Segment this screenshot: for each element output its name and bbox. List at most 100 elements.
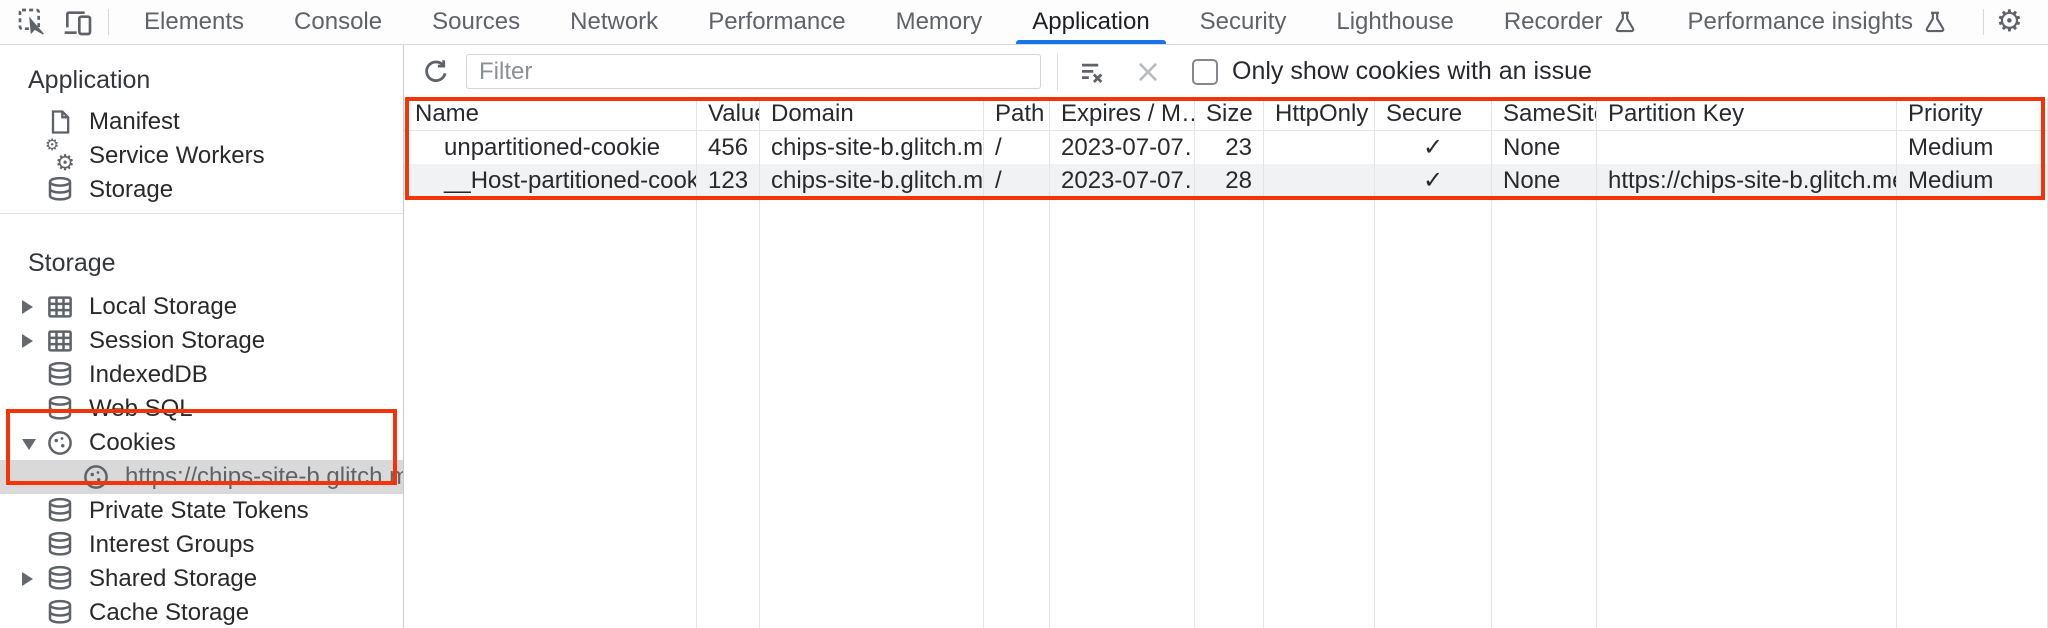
sidebar-item-cookies[interactable]: Cookies xyxy=(0,426,403,460)
tab-application[interactable]: Application xyxy=(1007,0,1174,44)
cell-expires-m: 2023-07-07… xyxy=(1050,164,1195,197)
sidebar-item-manifest[interactable]: Manifest xyxy=(0,105,403,139)
tab-elements[interactable]: Elements xyxy=(119,0,269,44)
cookies-panel: Only show cookies with an issue NameValu… xyxy=(404,45,2048,628)
tab-performance[interactable]: Performance xyxy=(683,0,870,44)
only-show-issue-label: Only show cookies with an issue xyxy=(1232,57,1592,85)
tab-label: Lighthouse xyxy=(1336,8,1454,35)
column-header-secure[interactable]: Secure xyxy=(1375,98,1492,130)
chevron-right-icon[interactable] xyxy=(22,334,44,348)
more-options-icon[interactable]: ⋮ xyxy=(2043,8,2048,36)
sidebar-item-storage[interactable]: Storage xyxy=(0,173,403,207)
cell-priority: Medium xyxy=(1897,131,2048,164)
section-title: Application xyxy=(28,65,151,94)
sidebar-item-label: Web SQL xyxy=(89,395,193,422)
sidebar-item-shared-storage[interactable]: Shared Storage xyxy=(0,562,403,596)
column-header-path[interactable]: Path xyxy=(984,98,1050,130)
tab-memory[interactable]: Memory xyxy=(871,0,1008,44)
clear-filter-icon[interactable] xyxy=(1072,52,1112,92)
chevron-right-icon[interactable] xyxy=(22,572,44,586)
cell-priority: Medium xyxy=(1897,164,2048,197)
tab-performance-insights[interactable]: Performance insights xyxy=(1663,0,1973,44)
cookies-toolbar: Only show cookies with an issue xyxy=(404,45,2048,98)
tab-label: Console xyxy=(294,8,383,35)
sidebar-item-local-storage[interactable]: Local Storage xyxy=(0,290,403,324)
cell-httponly xyxy=(1264,164,1375,197)
sidebar-item-label: Shared Storage xyxy=(89,565,258,592)
sidebar-item-service-workers[interactable]: ⚙⚙Service Workers xyxy=(0,137,403,175)
cell-name: __Host-partitioned-cookie xyxy=(404,164,697,197)
cell-samesite: None xyxy=(1492,131,1597,164)
cell-httponly xyxy=(1264,131,1375,164)
cell-path: / xyxy=(984,164,1050,197)
chevron-down-icon[interactable] xyxy=(22,436,44,450)
tab-label: Security xyxy=(1199,8,1287,35)
settings-gear-icon[interactable]: ⚙ xyxy=(1995,5,2023,38)
sidebar-item-label: Manifest xyxy=(89,108,180,135)
tab-security[interactable]: Security xyxy=(1175,0,1312,44)
cell-value: 123 xyxy=(697,164,760,197)
tab-console[interactable]: Console xyxy=(269,0,407,44)
tab-label: Network xyxy=(570,8,659,35)
database-icon xyxy=(44,359,76,391)
only-show-issue-checkbox[interactable] xyxy=(1192,58,1218,85)
column-header-value[interactable]: Value xyxy=(697,98,760,130)
cell-domain: chips-site-b.glitch.me xyxy=(760,131,984,164)
tab-label: Performance xyxy=(708,8,846,35)
toolbar-divider xyxy=(1982,9,1984,35)
table-header-row: NameValueDomainPathExpires / M…SizeHttpO… xyxy=(404,98,2048,131)
sidebar-item-label: Interest Groups xyxy=(89,531,255,558)
cell-name: unpartitioned-cookie xyxy=(404,131,697,164)
column-header-expires-m[interactable]: Expires / M… xyxy=(1050,98,1195,130)
cell-secure: ✓ xyxy=(1375,164,1492,197)
chevron-right-icon[interactable] xyxy=(22,300,44,314)
inspect-element-icon[interactable] xyxy=(12,2,52,42)
column-header-domain[interactable]: Domain xyxy=(760,98,984,130)
database-icon xyxy=(44,495,76,527)
sidebar-item-interest-groups[interactable]: Interest Groups xyxy=(0,528,403,562)
sidebar-item-session-storage[interactable]: Session Storage xyxy=(0,324,403,358)
flask-icon xyxy=(1612,9,1638,35)
filter-input[interactable] xyxy=(466,54,1041,89)
sidebar-item-label: Cookies xyxy=(89,429,176,456)
column-header-size[interactable]: Size xyxy=(1195,98,1264,130)
column-header-partition-key[interactable]: Partition Key xyxy=(1597,98,1897,130)
cookie-icon xyxy=(44,427,76,459)
sidebar-item-private-state-tokens[interactable]: Private State Tokens xyxy=(0,494,403,528)
sidebar-item-label: Local Storage xyxy=(89,293,238,320)
database-icon xyxy=(44,529,76,561)
sidebar-item-web-sql[interactable]: Web SQL xyxy=(0,392,403,426)
cell-secure: ✓ xyxy=(1375,131,1492,164)
tab-network[interactable]: Network xyxy=(545,0,683,44)
gears-icon: ⚙⚙ xyxy=(45,137,75,175)
section-title: Storage xyxy=(28,249,116,277)
tab-recorder[interactable]: Recorder xyxy=(1479,0,1663,44)
devtools-tabbar: Elements Console Sources Network Performance… xyxy=(0,0,2048,45)
database-icon xyxy=(44,393,76,425)
cell-domain: chips-site-b.glitch.me xyxy=(760,164,984,197)
tab-label: Memory xyxy=(895,8,983,35)
column-header-name[interactable]: Name xyxy=(404,98,697,130)
delete-icon[interactable] xyxy=(1128,52,1168,92)
tab-lighthouse[interactable]: Lighthouse xyxy=(1311,0,1478,44)
cell-path: / xyxy=(984,131,1050,164)
column-header-samesite[interactable]: SameSite xyxy=(1492,98,1597,130)
device-toolbar-icon[interactable] xyxy=(58,2,98,42)
sidebar-item-cache-storage[interactable]: Cache Storage xyxy=(0,596,403,628)
cell-expires-m: 2023-07-07… xyxy=(1050,131,1195,164)
column-header-priority[interactable]: Priority xyxy=(1897,98,2048,130)
tab-sources[interactable]: Sources xyxy=(407,0,545,44)
sidebar-item-https-chips-site-b-glitch-me[interactable]: https://chips-site-b.glitch.me xyxy=(0,460,403,494)
cookie-icon xyxy=(80,461,112,493)
panel-tabs: Elements Console Sources Network Performance… xyxy=(119,0,1973,44)
cell-partition-key: https://chips-site-b.glitch.me xyxy=(1597,164,1897,197)
sidebar-item-indexeddb[interactable]: IndexedDB xyxy=(0,358,403,392)
column-header-httponly[interactable]: HttpOnly xyxy=(1264,98,1375,130)
cell-size: 28 xyxy=(1195,164,1264,197)
refresh-icon[interactable] xyxy=(416,52,456,92)
sidebar-item-label: Cache Storage xyxy=(89,599,250,626)
